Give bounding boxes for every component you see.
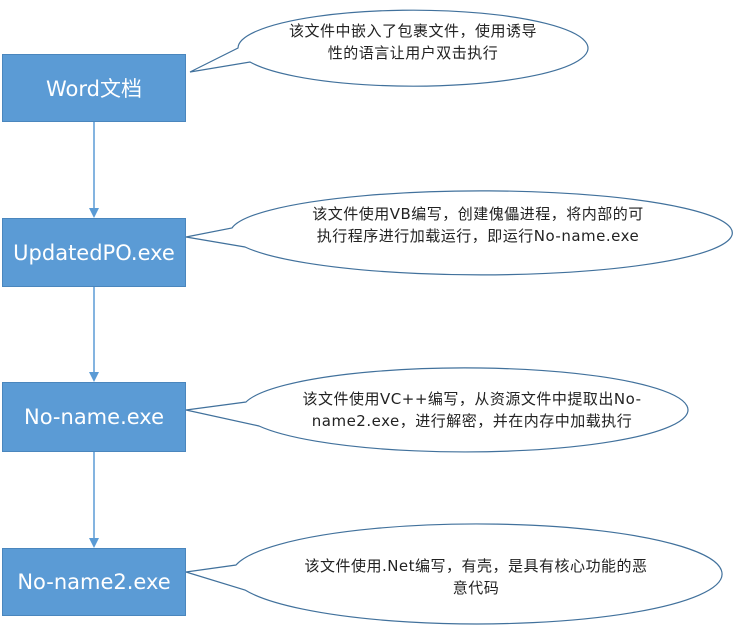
- node-no-name-exe: No-name.exe: [2, 382, 186, 452]
- callout-text-4: 该文件使用.Net编写，有壳，是具有核心功能的恶 意代码: [256, 555, 696, 599]
- node-no-name2-exe-label: No-name2.exe: [17, 570, 171, 594]
- node-no-name2-exe: No-name2.exe: [2, 548, 186, 616]
- callout-bubble-2: [185, 190, 733, 276]
- callout-2-line-1: 该文件使用VB编写，创建傀儡进程，将内部的可: [312, 205, 644, 223]
- callout-bubble-3: [185, 367, 689, 453]
- node-updatedpo-exe-label: UpdatedPO.exe: [13, 240, 175, 265]
- callout-text-1: 该文件中嵌入了包裹文件，使用诱导 性的语言让用户双击执行: [248, 20, 578, 64]
- node-no-name-exe-label: No-name.exe: [23, 405, 164, 429]
- node-word-document: Word文档: [2, 54, 186, 122]
- callout-3-line-1: 该文件使用VC++编写，从资源文件中提取出No-: [302, 390, 642, 408]
- node-word-document-label: Word文档: [46, 77, 142, 101]
- callout-bubble-1: [189, 9, 589, 87]
- callout-4-line-1: 该文件使用.Net编写，有壳，是具有核心功能的恶: [304, 557, 648, 575]
- callout-text-3: 该文件使用VC++编写，从资源文件中提取出No- name2.exe，进行解密，…: [262, 388, 682, 432]
- callout-4-line-2: 意代码: [452, 579, 500, 597]
- callout-1-line-2: 性的语言让用户双击执行: [327, 44, 499, 62]
- callout-3-line-2: name2.exe，进行解密，并在内存中加载执行: [311, 412, 633, 430]
- callout-2-line-2: 执行程序进行加载运行，即运行No-name.exe: [316, 227, 640, 245]
- callout-text-2: 该文件使用VB编写，创建傀儡进程，将内部的可 执行程序进行加载运行，即运行No-…: [248, 203, 708, 247]
- callout-bubble-4: [185, 523, 723, 625]
- callout-1-line-1: 该文件中嵌入了包裹文件，使用诱导: [288, 22, 537, 40]
- node-updatedpo-exe: UpdatedPO.exe: [2, 218, 186, 287]
